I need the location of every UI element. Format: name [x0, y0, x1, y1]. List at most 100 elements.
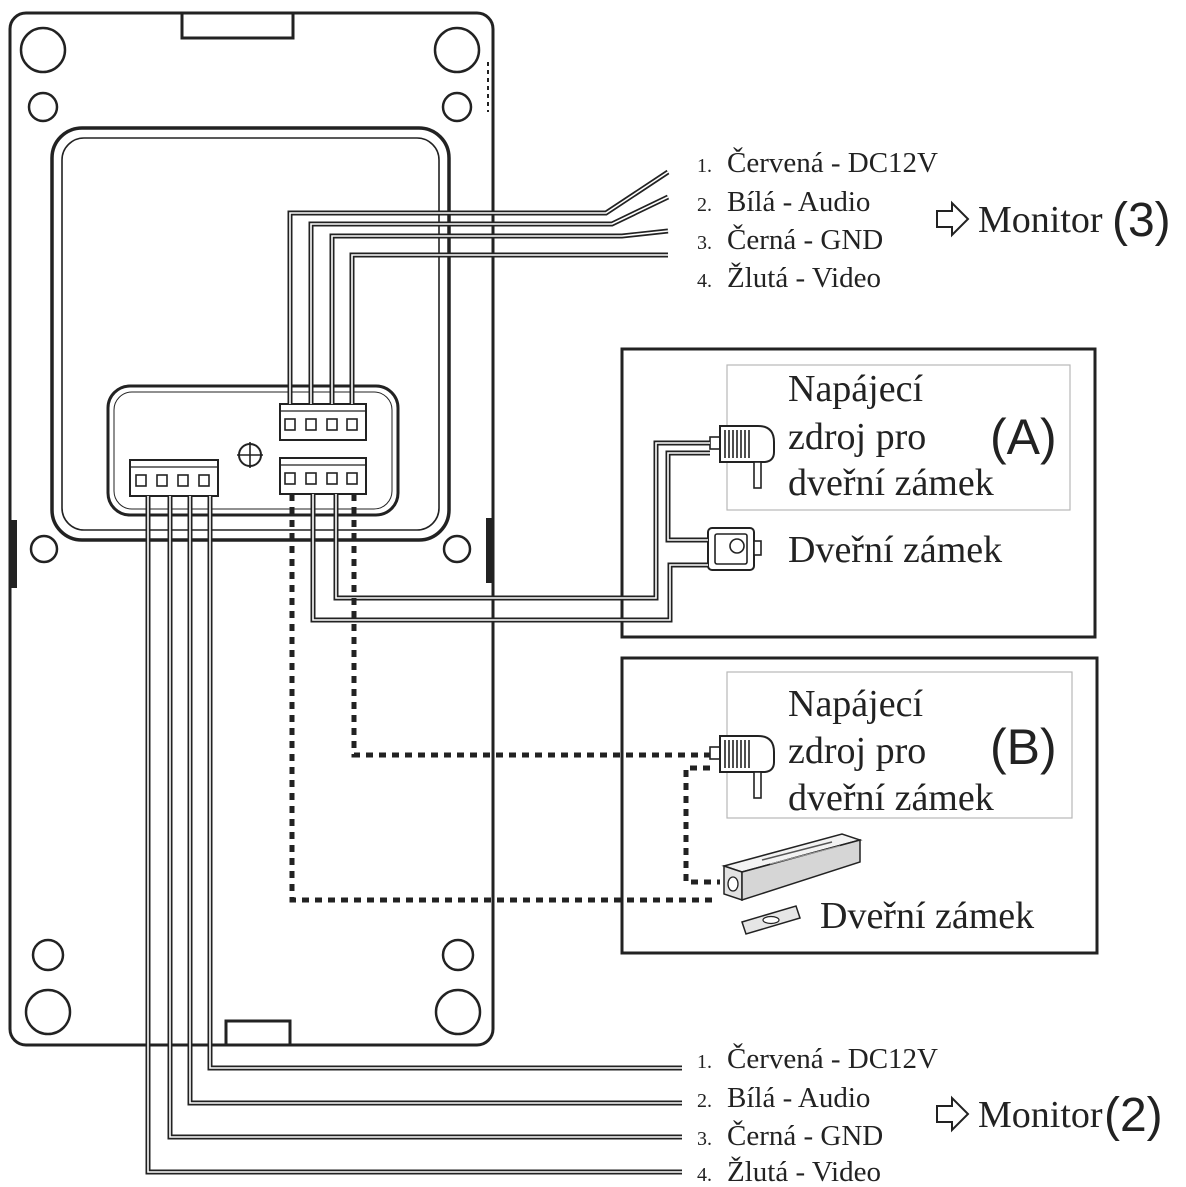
- legend-monitor-3: 1. Červená - DC12V 2. Bílá - Audio 3. Če…: [697, 146, 1171, 294]
- mount-hole-icon: [441, 91, 473, 123]
- connector-pin: [177, 474, 189, 487]
- connector-lock: [279, 457, 367, 495]
- wire-yellow-video: [349, 252, 668, 404]
- power-supply-line: dveřní zámek: [788, 777, 994, 819]
- wire-core: [351, 254, 668, 404]
- legend-monitor-2: 1. Červená - DC12V 2. Bílá - Audio 3. Če…: [697, 1042, 1163, 1187]
- connector-pin: [326, 418, 338, 431]
- power-supply-line: dveřní zámek: [788, 462, 994, 504]
- mount-hole-icon: [441, 938, 475, 972]
- wire-core: [189, 496, 682, 1104]
- power-supply-line: Napájecí: [788, 683, 923, 725]
- wire-number: 4.: [697, 1164, 712, 1186]
- wire-outline: [665, 450, 710, 543]
- connector-body: [279, 403, 367, 441]
- strike-bolt: [727, 876, 739, 892]
- wire-outline: [310, 494, 708, 623]
- wire-black-gnd: [167, 496, 682, 1140]
- connector-body: [129, 459, 219, 497]
- wires-monitor-3: [287, 169, 670, 404]
- dotted-wire-strike-b: [289, 494, 718, 903]
- wire-core: [335, 442, 710, 599]
- lock-face: [714, 533, 748, 565]
- mount-hole-icon: [433, 26, 481, 74]
- mount-hole-icon: [24, 988, 72, 1036]
- wire-white-audio: [308, 194, 670, 404]
- option-tag: (B): [990, 719, 1057, 775]
- plug-nib: [709, 746, 721, 760]
- connector-body: [279, 457, 367, 495]
- panel-right-side-mark: [486, 518, 493, 583]
- wire-label: Bílá - Audio: [727, 186, 870, 218]
- option-b-frame: [620, 656, 1099, 955]
- panel-recess-inner: [61, 137, 440, 531]
- plug-pin: [753, 771, 762, 799]
- wire-lock-a-1: [310, 494, 708, 623]
- power-plug-icon: [709, 425, 775, 489]
- lock-tab: [753, 540, 762, 556]
- connector-monitor-2: [129, 459, 219, 497]
- connector-pin: [284, 418, 296, 431]
- electric-strike-icon: [721, 833, 863, 935]
- wire-core: [209, 496, 682, 1069]
- mount-hole-icon: [442, 534, 472, 564]
- wire-number: 3.: [697, 232, 712, 254]
- monitor-number: (2): [1104, 1089, 1163, 1142]
- wire-core: [289, 171, 669, 404]
- mount-hole-icon: [27, 91, 59, 123]
- wires-option-b: [289, 494, 720, 903]
- connector-pin: [156, 474, 168, 487]
- wire-lock-a-2: [333, 440, 710, 601]
- plug-body: [719, 425, 775, 463]
- dotted-wire-plug-to-strike-b: [683, 765, 720, 885]
- power-supply-line: Napájecí: [788, 368, 923, 410]
- lock-label: Dveřní zámek: [788, 529, 1002, 571]
- wire-core: [312, 494, 708, 621]
- wire-number: 4.: [697, 270, 712, 292]
- monitor-label: Monitor: [978, 199, 1103, 241]
- wire-outline: [167, 496, 682, 1140]
- option-b-box: Napájecí zdroj pro dveřní zámek (B) Dveř…: [620, 656, 1099, 955]
- strike-plate-hole: [762, 915, 780, 925]
- mount-hole-icon: [19, 26, 67, 74]
- option-tag: (A): [990, 409, 1057, 465]
- plug-nib: [709, 436, 721, 450]
- panel-top-tab: [180, 11, 295, 40]
- monitor-number: (3): [1112, 194, 1171, 247]
- wire-label: Černá - GND: [727, 223, 883, 256]
- connector-pin: [346, 418, 358, 431]
- mount-hole-icon: [434, 988, 482, 1036]
- plug-body: [719, 735, 775, 773]
- connector-housing: [106, 384, 400, 517]
- strike-slot: [761, 841, 833, 861]
- wire-label: Černá - GND: [727, 1119, 883, 1152]
- mount-hole-icon: [29, 534, 59, 564]
- connector-pin: [135, 474, 147, 487]
- wire-label: Žlutá - Video: [727, 1155, 881, 1187]
- wire-red-dc12v: [287, 169, 670, 404]
- wire-plug-to-lock-a: [665, 450, 710, 543]
- connector-pin: [346, 472, 358, 485]
- wire-label: Bílá - Audio: [727, 1082, 870, 1114]
- wire-outline: [287, 169, 670, 404]
- option-a-box: Napájecí zdroj pro dveřní zámek (A) Dveř…: [620, 347, 1097, 639]
- lock-cylinder: [729, 538, 745, 554]
- wire-black-gnd: [329, 228, 669, 404]
- wires-monitor-2: [145, 496, 682, 1175]
- wire-label: Červená - DC12V: [727, 1042, 938, 1075]
- wire-core: [169, 496, 682, 1138]
- wire-number: 2.: [697, 1090, 712, 1112]
- power-supply-line: zdroj pro: [788, 416, 926, 458]
- plug-ribs: [724, 430, 750, 458]
- wire-core: [310, 196, 669, 404]
- option-a-frame: [620, 347, 1097, 639]
- wire-number: 1.: [697, 155, 712, 177]
- plug-ribs: [724, 740, 750, 768]
- monitor-label: Monitor: [978, 1094, 1103, 1136]
- power-supply-line: zdroj pro: [788, 730, 926, 772]
- wire-red-dc12v: [207, 496, 682, 1071]
- wire-label: Červená - DC12V: [727, 146, 938, 179]
- connector-pin: [305, 472, 317, 485]
- wire-yellow-video: [145, 496, 682, 1175]
- connector-monitor-3: [279, 403, 367, 441]
